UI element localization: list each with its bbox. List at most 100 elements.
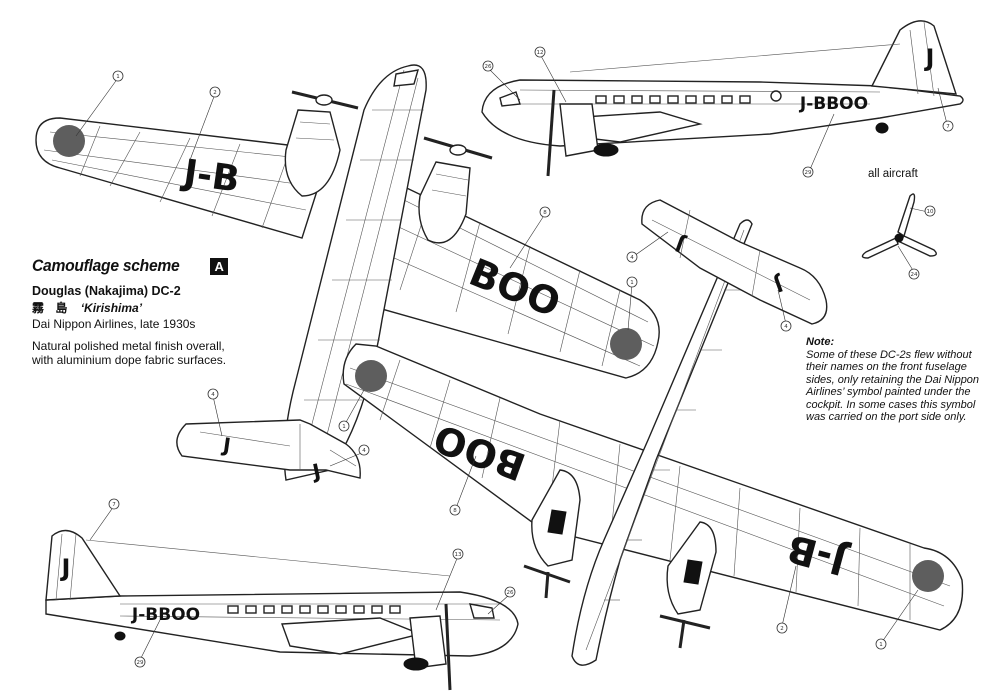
port-side-view-tail-letter: J	[60, 554, 71, 582]
callout-29-port	[134, 656, 146, 668]
scheme-title-block: Camouflage scheme A Douglas (Nakajima) D…	[32, 256, 272, 367]
svg-text:12: 12	[537, 50, 544, 56]
top-view-right-roundel	[610, 328, 642, 360]
underside-view-fuselage-panels	[585, 229, 746, 651]
underside-view: BOO J-B J J	[342, 199, 964, 666]
aircraft-romaji: ‘Kirishima’	[80, 301, 143, 315]
top-view-left-nacelle	[284, 109, 341, 197]
svg-text:2: 2	[780, 626, 784, 632]
svg-text:1: 1	[116, 74, 120, 80]
callout-1-underside-right	[875, 638, 887, 650]
svg-text:4: 4	[630, 255, 634, 261]
callout-10-propeller	[924, 205, 936, 217]
starboard-side-view-registration: J-BBOO	[799, 94, 868, 114]
callout-8-underside-left	[449, 504, 461, 516]
callout-12-starboard	[534, 46, 546, 58]
svg-text:4: 4	[211, 392, 215, 398]
top-view-tailplane	[176, 419, 361, 479]
svg-text:4: 4	[362, 448, 366, 454]
aircraft-name: Douglas (Nakajima) DC-2	[32, 284, 181, 298]
callout-7-port	[108, 498, 120, 510]
top-view-right-nacelle	[418, 161, 471, 244]
callout-1-underside-left	[338, 420, 350, 432]
port-side-view-propeller	[444, 603, 452, 691]
svg-text:8: 8	[453, 508, 457, 514]
callout-2-underside-right	[776, 622, 788, 634]
callout-26-port	[504, 586, 516, 598]
underside-view-wing	[342, 343, 964, 631]
port-side-view-fin	[45, 529, 122, 601]
scheme-title: Camouflage scheme	[32, 256, 180, 275]
top-view: J-B BOO J J	[35, 64, 660, 484]
port-side-view-wheel	[403, 657, 429, 671]
underside-view-right-roundel	[912, 560, 944, 592]
underside-view-left-roundel	[355, 360, 387, 392]
starboard-side-view-tail-letter: J	[924, 44, 935, 72]
starboard-side-view-tailwheel	[875, 122, 889, 134]
top-view-tailplane-panels	[199, 424, 357, 470]
top-view-left-wing-registration: J-B	[178, 152, 242, 201]
svg-text:29: 29	[805, 170, 812, 176]
svg-text:7: 7	[112, 502, 116, 508]
callout-1-top-right-wing	[626, 276, 638, 288]
svg-text:1: 1	[879, 642, 883, 648]
svg-text:8: 8	[543, 210, 547, 216]
finish-line-2: with aluminium dope fabric surfaces.	[32, 353, 227, 367]
propeller-detail	[861, 193, 937, 259]
svg-text:26: 26	[485, 64, 492, 70]
top-view-left-roundel	[53, 125, 85, 157]
starboard-side-view-wheel	[593, 143, 619, 157]
starboard-side-view-windows	[499, 91, 751, 107]
starboard-side-view-fin	[870, 20, 957, 95]
callout-1-top-left	[112, 70, 124, 82]
underside-view-right-wheel-well	[683, 559, 703, 585]
top-view-right-propeller	[423, 136, 493, 160]
aircraft-operator: Dai Nippon Airlines, late 1930s	[32, 317, 196, 331]
note-title: Note:	[806, 336, 835, 348]
port-side-view-registration: J-BBOO	[131, 605, 200, 625]
starboard-side-view: J-BBOO J	[481, 20, 964, 177]
top-view-left-propeller	[291, 90, 359, 110]
top-view-cockpit	[393, 69, 419, 87]
port-side-view-wing-root	[281, 617, 423, 655]
starboard-side-view-nacelle	[559, 103, 599, 157]
callout-4-top-tail-right	[358, 444, 370, 456]
propeller-label: all aircraft	[868, 168, 918, 180]
svg-text:2: 2	[213, 90, 217, 96]
underside-view-tailplane-panels	[651, 209, 811, 301]
svg-text:10: 10	[927, 209, 934, 215]
starboard-side-view-door-light	[770, 90, 782, 102]
callouts: 1 2 8 1 4 4 26 12 29 7 10	[75, 46, 954, 668]
port-side-view: J-BBOO J	[45, 529, 519, 691]
finish-line-1: Natural polished metal finish overall,	[32, 339, 225, 353]
port-side-view-windows	[227, 603, 495, 619]
svg-text:24: 24	[911, 272, 918, 278]
svg-text:13: 13	[455, 552, 462, 558]
underside-view-right-propeller	[659, 614, 711, 649]
top-view-nacelle-panels	[295, 121, 469, 197]
callout-4-top-tail-left	[207, 388, 219, 400]
callout-4-underside-tail-left	[626, 251, 638, 263]
svg-text:1: 1	[630, 280, 634, 286]
svg-text:7: 7	[946, 124, 950, 130]
scheme-heading: Camouflage scheme A	[32, 256, 272, 276]
callout-13-port	[452, 548, 464, 560]
aircraft-name-japanese: 霧 島 ‘Kirishima’	[32, 299, 272, 316]
underside-view-fuselage	[571, 219, 753, 666]
svg-text:29: 29	[137, 660, 144, 666]
underside-view-left-wheel-well	[547, 509, 567, 535]
underside-view-left-propeller	[523, 564, 571, 599]
callout-7-starboard	[942, 120, 954, 132]
finish-description: Natural polished metal finish overall, w…	[32, 339, 272, 367]
port-side-view-nacelle	[409, 615, 447, 669]
underside-view-tailplane	[641, 199, 828, 325]
callout-26-starboard	[482, 60, 494, 72]
callout-29-starboard	[802, 166, 814, 178]
callout-4-underside-tail-right	[780, 320, 792, 332]
note-text: Some of these DC-2s flew without their n…	[806, 348, 980, 424]
top-view-fuselage-panels	[299, 69, 424, 471]
callout-8-top-right-wing	[539, 206, 551, 218]
port-side-view-tailwheel	[114, 631, 126, 641]
starboard-side-view-propeller	[546, 89, 556, 177]
